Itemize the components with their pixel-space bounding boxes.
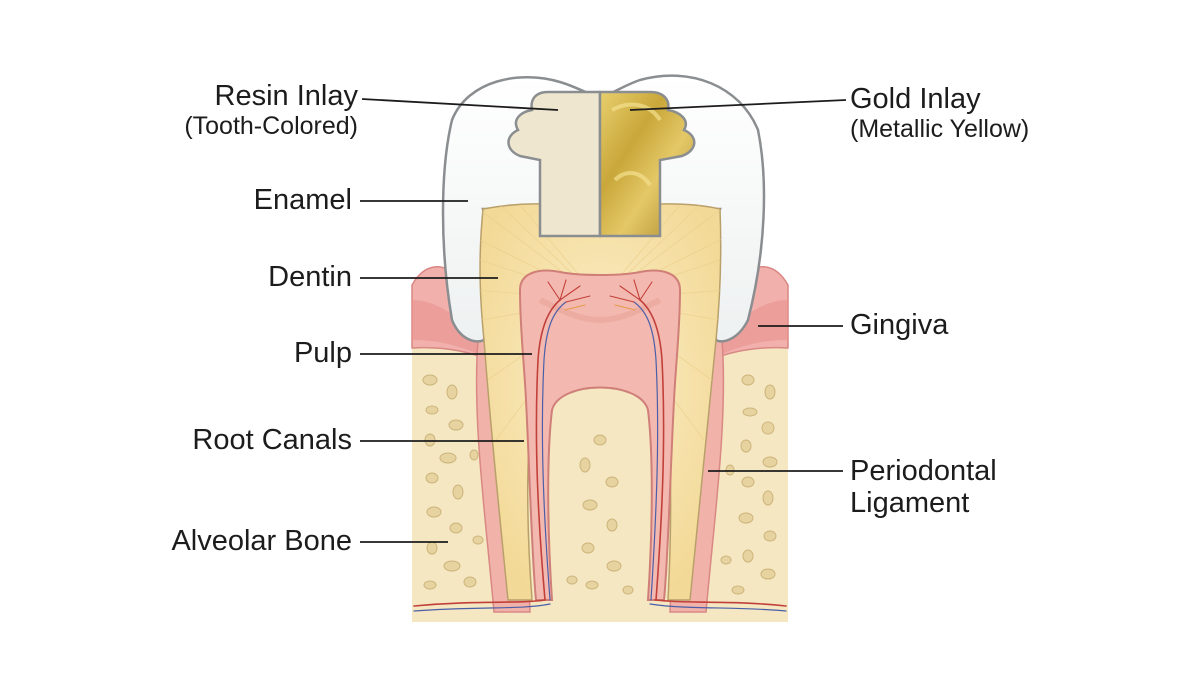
alveolar-bone-text: Alveolar Bone xyxy=(171,525,352,557)
label-root-canals: Root Canals xyxy=(192,424,352,456)
periodontal-text-line1: Periodontal xyxy=(850,455,997,487)
dentin-text: Dentin xyxy=(268,261,352,293)
label-gold-inlay: Gold Inlay (Metallic Yellow) xyxy=(850,83,1029,143)
nerves-and-vessels xyxy=(413,279,787,612)
label-periodontal-ligament: Periodontal Ligament xyxy=(850,455,997,520)
label-pulp: Pulp xyxy=(294,337,352,369)
enamel-text: Enamel xyxy=(253,184,352,216)
label-enamel: Enamel xyxy=(254,184,352,216)
gold-inlay-shape xyxy=(598,90,696,238)
leader-lines xyxy=(360,98,847,543)
gingiva-shade-left xyxy=(412,300,488,358)
label-alveolar-bone: Alveolar Bone xyxy=(171,525,352,557)
gingiva-text: Gingiva xyxy=(850,309,949,341)
gold-inlay-title: Gold Inlay xyxy=(850,83,981,115)
label-resin-inlay: Resin Inlay (Tooth-Colored) xyxy=(184,80,358,140)
pulp-shape xyxy=(518,269,682,601)
periodontal-text-line2: Ligament xyxy=(850,487,970,520)
resin-inlay-title: Resin Inlay xyxy=(214,80,358,112)
gold-inlay-subtitle: (Metallic Yellow) xyxy=(850,115,1030,144)
gold-sheen xyxy=(611,102,662,187)
resin-inlay-subtitle: (Tooth-Colored) xyxy=(184,112,358,141)
root-canals-text: Root Canals xyxy=(192,424,352,456)
pulp-text: Pulp xyxy=(293,337,352,369)
bone-trabeculae xyxy=(422,374,778,595)
resin-inlay-shape xyxy=(507,90,602,238)
label-gingiva: Gingiva xyxy=(850,309,948,341)
gingiva-shade-right xyxy=(712,300,788,358)
label-dentin: Dentin xyxy=(268,261,352,293)
pulp-highlight xyxy=(538,297,662,324)
